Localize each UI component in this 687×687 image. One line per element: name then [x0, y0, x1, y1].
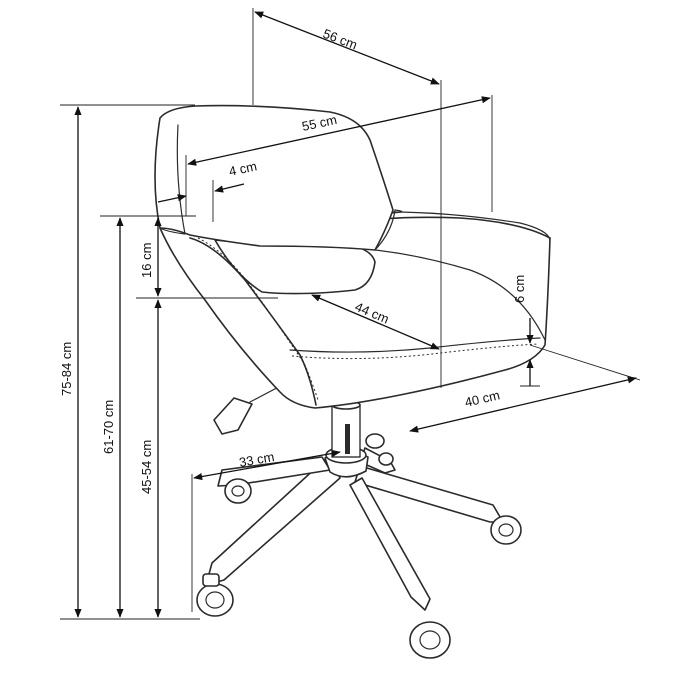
gas-lift — [331, 400, 361, 458]
dim-line-depth-total — [187, 96, 491, 166]
label-armrest-floor-height: 61-70 cm — [101, 400, 116, 454]
dim-line-width-total — [254, 11, 440, 85]
caster-left-back — [224, 478, 252, 504]
label-base-radius: 33 cm — [238, 449, 275, 470]
dimension-lines — [60, 8, 641, 620]
caster-front — [409, 621, 451, 659]
dim-line-base-radius — [193, 449, 341, 481]
label-width-total: 56 cm — [321, 26, 359, 53]
tilt-lever — [213, 381, 385, 449]
dim-line-seat-width — [409, 376, 637, 433]
label-backrest-above-armrest: 16 cm — [139, 243, 154, 278]
label-total-height: 75-84 cm — [59, 342, 74, 396]
caster-back-right — [378, 452, 394, 466]
backrest — [154, 104, 403, 251]
caster-right — [490, 515, 522, 545]
label-armrest-height: 6 cm — [512, 275, 527, 303]
dim-line-seat-depth — [311, 294, 440, 350]
label-armrest-thickness: 4 cm — [228, 158, 259, 179]
caster-wheels — [196, 452, 522, 659]
dimension-labels: 56 cm 55 cm 4 cm 44 cm 40 cm 33 cm 6 cm … — [59, 26, 527, 494]
chair-illustration — [154, 104, 551, 659]
label-depth-total: 55 cm — [301, 112, 339, 134]
dim-line-armrest-thickness — [157, 194, 187, 203]
caster-left-front — [196, 573, 234, 617]
label-seat-width: 40 cm — [463, 387, 501, 410]
label-seat-height: 45-54 cm — [139, 440, 154, 494]
